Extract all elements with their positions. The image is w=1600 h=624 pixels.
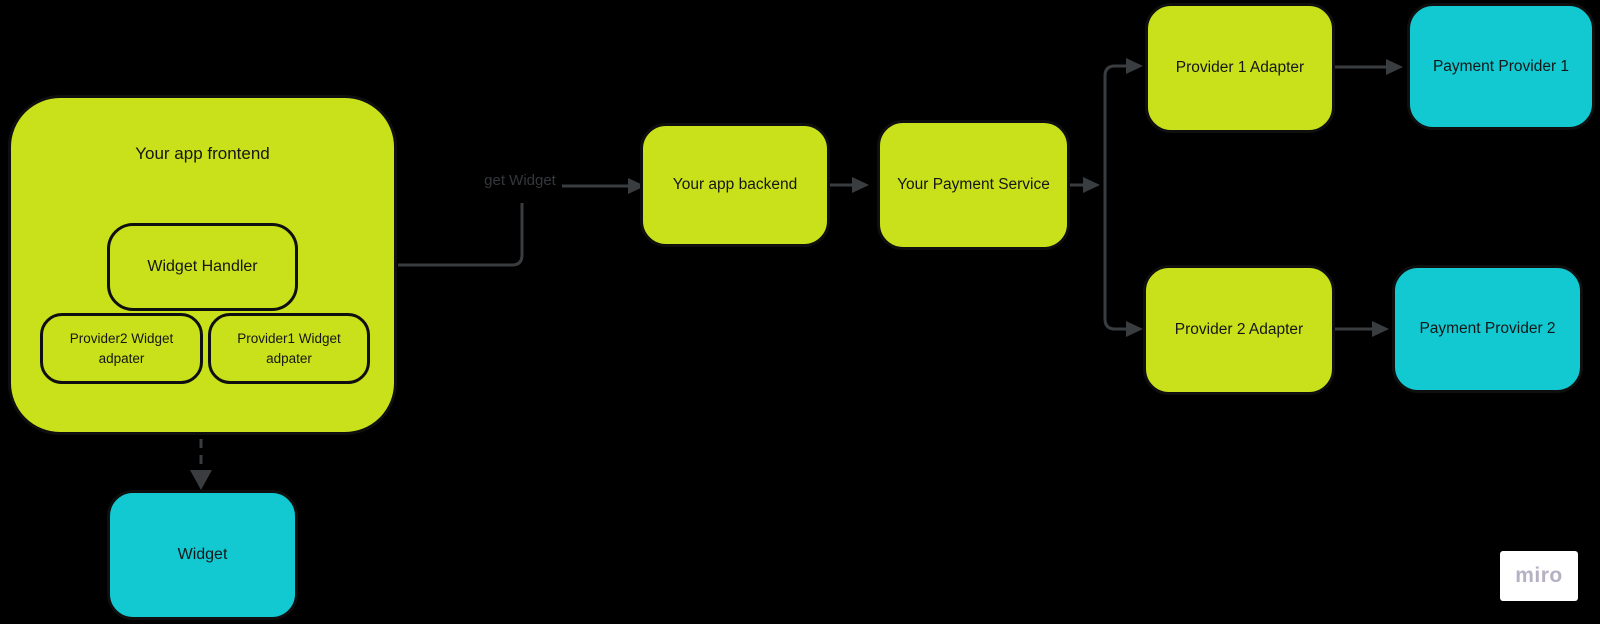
edge-junction-provider1-adapter (1103, 64, 1126, 185)
node-payment-provider1[interactable]: Payment Provider 1 (1407, 3, 1595, 130)
node-label: Payment Provider 2 (1419, 320, 1556, 337)
node-label: Provider 2 Adapter (1174, 321, 1304, 338)
node-label: Your app backend (672, 176, 798, 193)
arrowhead-payment-provider1 (1386, 59, 1403, 75)
node-label: Provider1 Widget adpater (237, 330, 341, 366)
miro-logo[interactable]: miro (1500, 551, 1578, 601)
node-provider2-widget-adapter[interactable]: Provider2 Widget adpater (40, 313, 203, 384)
node-label: Your Payment Service (897, 176, 1050, 193)
node-payment-provider2[interactable]: Payment Provider 2 (1392, 265, 1583, 393)
node-label: Your app frontend (135, 144, 270, 163)
node-label: Widget Handler (147, 258, 258, 275)
node-label: Widget (177, 546, 228, 563)
edge-frontend-backend-segment1 (398, 203, 524, 267)
node-widget[interactable]: Widget (107, 490, 298, 620)
arrowhead-provider1-adapter (1126, 58, 1143, 74)
node-widget-handler[interactable]: Widget Handler (107, 223, 298, 311)
node-provider1-adapter[interactable]: Provider 1 Adapter (1145, 3, 1335, 133)
arrowhead-junction (1083, 177, 1100, 193)
node-your-app-backend[interactable]: Your app backend (640, 123, 830, 247)
miro-logo-text: miro (1515, 564, 1563, 587)
arrowhead-payment-service (852, 177, 869, 193)
node-provider2-adapter[interactable]: Provider 2 Adapter (1143, 265, 1335, 395)
node-label: Provider2 Widget adpater (69, 330, 174, 366)
edge-label-get-widget: get Widget (484, 172, 556, 189)
arrowhead-provider2-adapter (1126, 321, 1143, 337)
node-provider1-widget-adapter[interactable]: Provider1 Widget adpater (208, 313, 370, 384)
arrowhead-payment-provider2 (1372, 321, 1389, 337)
node-your-payment-service[interactable]: Your Payment Service (877, 120, 1070, 250)
arrowhead-widget (190, 470, 212, 490)
edge-junction-provider2-adapter (1103, 185, 1126, 331)
node-label: Payment Provider 1 (1432, 57, 1570, 75)
node-label: Provider 1 Adapter (1175, 59, 1305, 76)
